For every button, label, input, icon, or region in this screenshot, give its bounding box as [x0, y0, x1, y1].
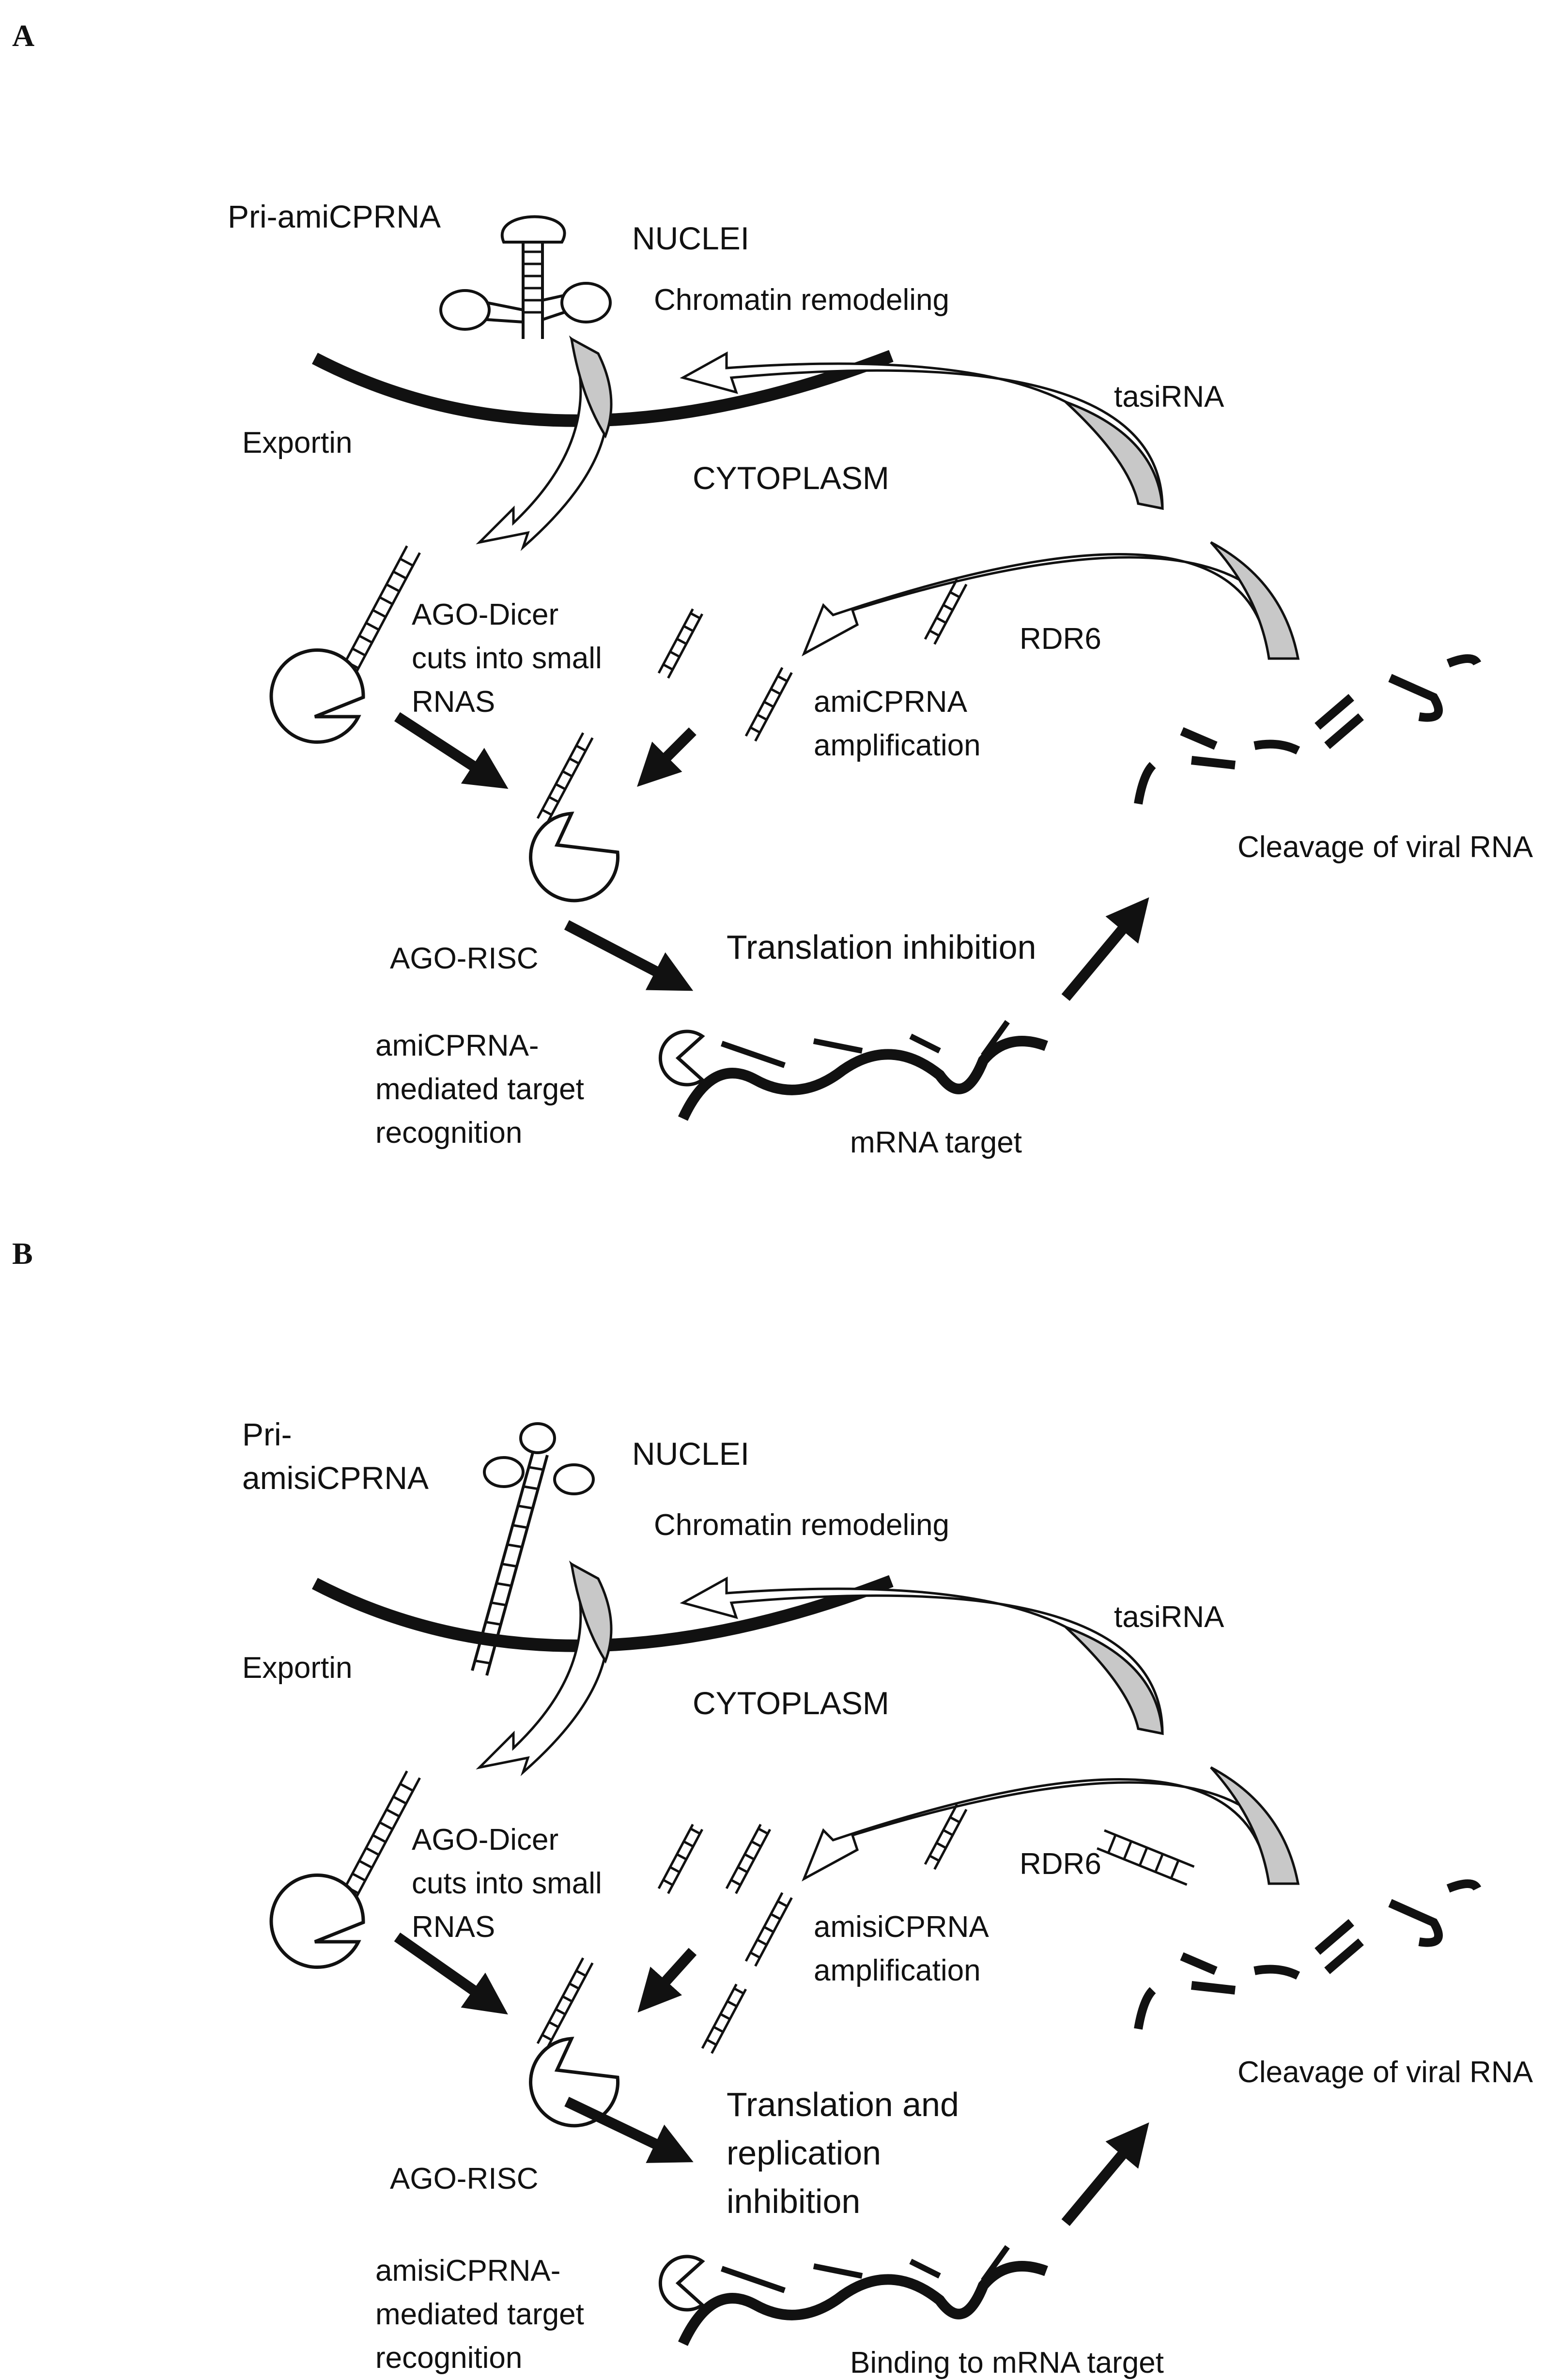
cytoplasm-label: CYTOPLASM — [693, 1685, 889, 1721]
bound-guide-fragments — [721, 1020, 1010, 1068]
risc-complex — [529, 2037, 620, 2128]
tasirna-label: tasiRNA — [1114, 380, 1224, 414]
rdr6-amplification-arrow — [802, 1778, 1300, 1885]
exportin-label: Exportin — [242, 1651, 352, 1685]
target-label: Binding to mRNA target — [850, 2346, 1164, 2380]
amplification-label: amiCPRNA amplification — [814, 685, 981, 762]
chromatin-label: Chromatin remodeling — [654, 1508, 949, 1542]
recognition-label: amiCPRNA- mediated target recognition — [375, 1029, 592, 1150]
nuclei-label: NUCLEI — [632, 220, 749, 256]
tasirna-label: tasiRNA — [1114, 1600, 1224, 1634]
nuclei-label: NUCLEI — [632, 1436, 749, 1472]
rdr6-label: RDR6 — [1020, 1847, 1101, 1881]
panel-letter: B — [12, 1236, 33, 1271]
cleaved-viral-rna — [1134, 1879, 1482, 2030]
risc-label: AGO-RISC — [390, 2162, 539, 2196]
precursor-label: Pri- amisiCPRNA — [242, 1416, 429, 1496]
pri-sirna-hairpin — [471, 1422, 595, 1676]
cleaved-viral-rna — [1134, 654, 1482, 805]
bound-guide-fragments — [721, 2245, 1010, 2293]
mrna-target-strand — [678, 1036, 1048, 1121]
amplification-label: amisiCPRNA amplification — [814, 1910, 996, 1987]
risc-complex — [529, 812, 620, 903]
rdr6-amplification-arrow — [802, 553, 1300, 660]
recognition-label: amisiCPRNA- mediated target recognition — [375, 2254, 592, 2375]
dicer-label: AGO-Dicer cuts into small RNAS — [412, 1823, 610, 1944]
dicer-label: AGO-Dicer cuts into small RNAS — [412, 598, 610, 719]
risc-label: AGO-RISC — [390, 942, 539, 975]
precursor-label: Pri-amiCPRNA — [228, 199, 441, 234]
exportin-label: Exportin — [242, 426, 352, 460]
cleavage-label: Cleavage of viral RNA — [1238, 830, 1533, 864]
pri-mirna-hairpin — [439, 215, 612, 339]
inhibition-label: Translation inhibition — [727, 928, 1036, 966]
cleavage-label: Cleavage of viral RNA — [1238, 2056, 1533, 2089]
small-rna-duplexes — [333, 545, 968, 824]
dicer-complex — [269, 1873, 365, 1969]
panel-b: B — [12, 1236, 1533, 2380]
cytoplasm-label: CYTOPLASM — [693, 460, 889, 496]
rdr6-label: RDR6 — [1020, 622, 1101, 656]
inhibition-label: Translation and replication inhibition — [727, 2086, 968, 2220]
panel-letter: A — [12, 18, 34, 53]
process-arrows — [394, 1932, 1149, 2226]
chromatin-label: Chromatin remodeling — [654, 283, 949, 317]
mrna-target-strand — [678, 2261, 1048, 2346]
svg-text:Pri-amiCPRNA: Pri-amiCPRNA — [228, 199, 441, 234]
dicer-complex — [269, 648, 365, 744]
panel-a: A — [12, 18, 1533, 1159]
target-label: mRNA target — [850, 1126, 1022, 1159]
small-rna-duplexes — [333, 1770, 1195, 2054]
process-arrows — [394, 712, 1149, 1001]
